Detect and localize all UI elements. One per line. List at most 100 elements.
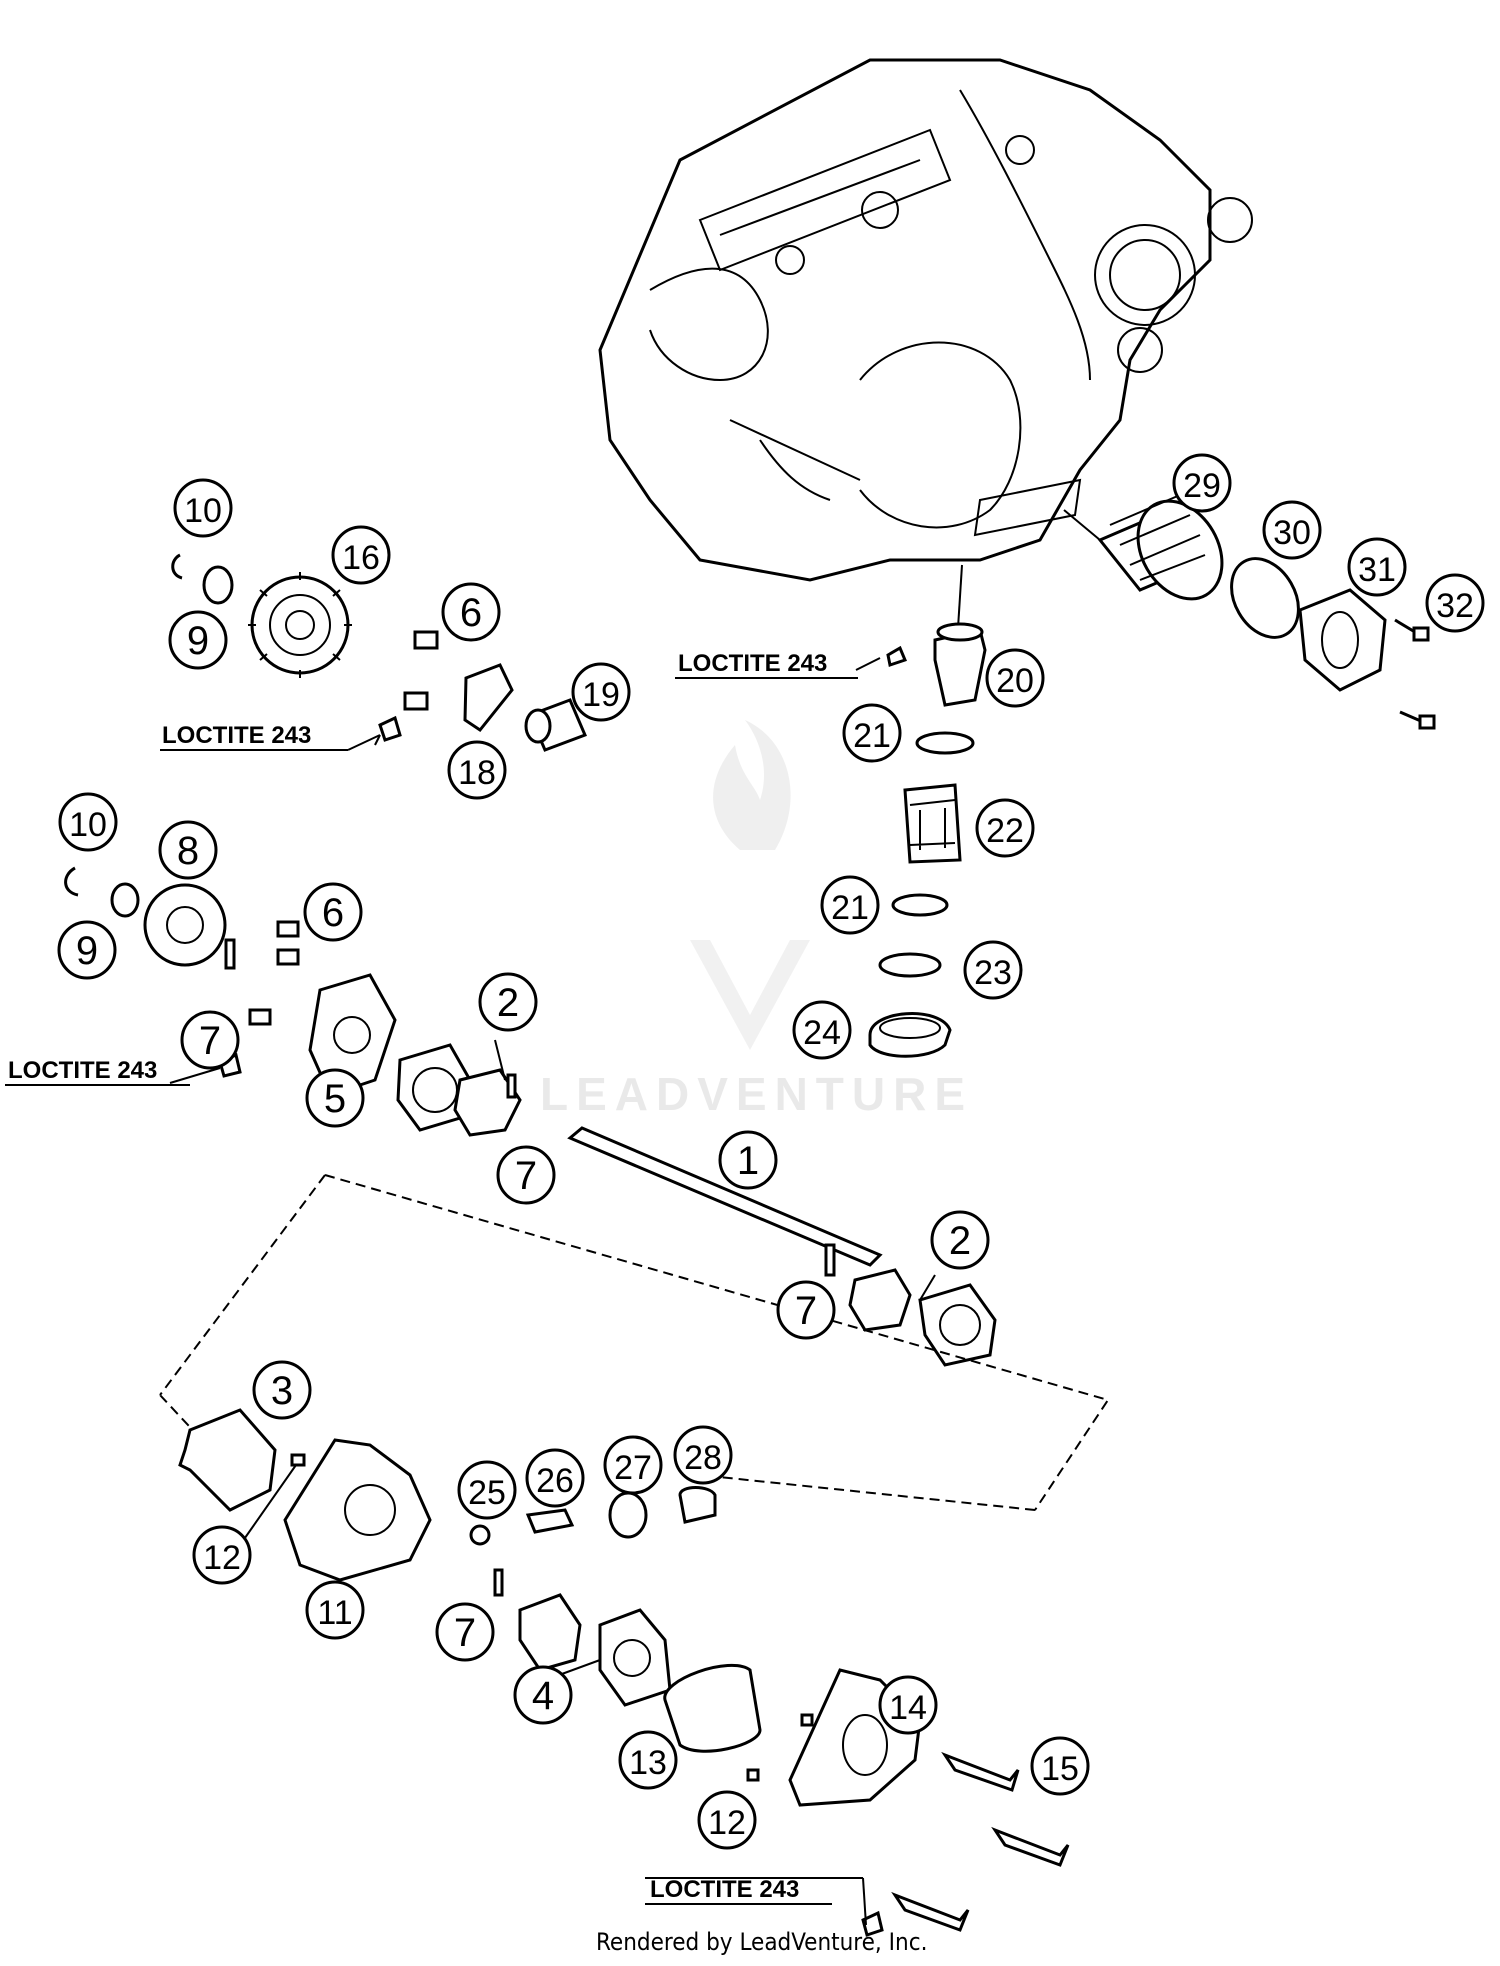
callout-2: 2 (478, 972, 538, 1032)
callout-2: 2 (930, 1210, 990, 1270)
callout-30: 30 (1262, 500, 1322, 560)
svg-text:10: 10 (69, 806, 107, 844)
svg-text:19: 19 (582, 676, 620, 714)
watermark-flame-icon (713, 720, 791, 850)
svg-text:7: 7 (199, 1019, 221, 1063)
svg-text:6: 6 (460, 591, 482, 635)
callout-32: 32 (1425, 573, 1485, 633)
loctite-label-upper-left: LOCTITE 243 (162, 722, 311, 749)
oil-filter-assembly (1097, 494, 1436, 730)
svg-text:23: 23 (974, 954, 1012, 992)
svg-text:18: 18 (458, 754, 496, 792)
callout-25: 25 (457, 1460, 517, 1520)
watermark-v-icon (690, 940, 810, 1050)
svg-text:24: 24 (803, 1014, 841, 1052)
loctite-label-middle-left: LOCTITE 243 (8, 1057, 157, 1084)
callout-21: 21 (820, 875, 880, 935)
svg-text:28: 28 (684, 1439, 722, 1477)
svg-text:5: 5 (324, 1077, 346, 1121)
svg-text:30: 30 (1273, 514, 1311, 552)
svg-text:4: 4 (532, 1674, 554, 1718)
svg-text:29: 29 (1183, 467, 1221, 505)
callout-12: 12 (192, 1525, 252, 1585)
upper-sprocket-group (171, 553, 587, 752)
callout-10: 10 (58, 792, 118, 852)
svg-text:6: 6 (322, 891, 344, 935)
callout-12: 12 (697, 1790, 757, 1850)
callout-6: 6 (303, 882, 363, 942)
callout-26: 26 (525, 1448, 585, 1508)
callout-18: 18 (447, 740, 507, 800)
svg-text:25: 25 (468, 1474, 506, 1512)
svg-text:16: 16 (342, 539, 380, 577)
callout-14: 14 (878, 1675, 938, 1735)
callout-19: 19 (571, 662, 631, 722)
loctite-label-drain: LOCTITE 243 (678, 650, 827, 677)
callout-1: 1 (718, 1130, 778, 1190)
svg-text:27: 27 (614, 1449, 652, 1487)
watermark: LEADVENTURE (540, 720, 973, 1120)
svg-text:3: 3 (271, 1369, 293, 1413)
callout-21: 21 (842, 703, 902, 763)
svg-text:7: 7 (515, 1154, 537, 1198)
callout-3: 3 (252, 1360, 312, 1420)
callout-20: 20 (985, 648, 1045, 708)
svg-text:13: 13 (629, 1744, 667, 1782)
svg-text:9: 9 (76, 929, 98, 973)
callout-7: 7 (180, 1010, 240, 1070)
svg-text:31: 31 (1358, 551, 1396, 589)
callout-7: 7 (776, 1280, 836, 1340)
oil-screen-parts (868, 564, 987, 1058)
svg-text:32: 32 (1436, 587, 1474, 625)
leader-lines (169, 509, 1101, 1926)
callout-24: 24 (792, 1000, 852, 1060)
callout-31: 31 (1347, 537, 1407, 597)
svg-text:2: 2 (497, 981, 519, 1025)
callout-4: 4 (513, 1665, 573, 1725)
svg-text:26: 26 (536, 1462, 574, 1500)
footer-credit: Rendered by LeadVenture, Inc. (596, 1928, 927, 1956)
watermark-text: LEADVENTURE (540, 1068, 973, 1120)
callout-15: 15 (1030, 1736, 1090, 1796)
callout-9: 9 (168, 610, 228, 670)
callout-7: 7 (435, 1602, 495, 1662)
svg-text:14: 14 (889, 1689, 927, 1727)
svg-text:21: 21 (831, 889, 869, 927)
svg-text:1: 1 (737, 1139, 759, 1183)
svg-text:22: 22 (986, 812, 1024, 850)
callout-7: 7 (496, 1145, 556, 1205)
svg-text:10: 10 (184, 492, 222, 530)
svg-text:7: 7 (454, 1611, 476, 1655)
svg-text:11: 11 (317, 1594, 352, 1632)
svg-text:12: 12 (708, 1804, 746, 1842)
callout-10: 10 (173, 478, 233, 538)
callout-6: 6 (441, 582, 501, 642)
svg-text:20: 20 (996, 662, 1034, 700)
callout-11: 11 (305, 1580, 365, 1640)
svg-text:9: 9 (187, 619, 209, 663)
callout-23: 23 (963, 940, 1023, 1000)
callout-27: 27 (603, 1435, 663, 1495)
svg-text:21: 21 (853, 717, 891, 755)
oil-pump-shaft (567, 1126, 997, 1367)
callout-16: 16 (331, 525, 391, 585)
callout-5: 5 (305, 1068, 365, 1128)
middle-sprocket-group (64, 866, 522, 1137)
callout-22: 22 (975, 798, 1035, 858)
assembly-dashed-outline (159, 1174, 1110, 1511)
svg-text:15: 15 (1041, 1750, 1079, 1788)
callout-28: 28 (673, 1425, 733, 1485)
svg-text:8: 8 (177, 829, 199, 873)
callout-9: 9 (57, 920, 117, 980)
svg-text:7: 7 (795, 1289, 817, 1333)
loctite-labels: LOCTITE 243 LOCTITE 243 LOCTITE 243 LOCT… (5, 650, 858, 1905)
loctite-label-bottom: LOCTITE 243 (650, 1876, 799, 1903)
callout-8: 8 (158, 820, 218, 880)
callout-29: 29 (1172, 453, 1232, 513)
callout-13: 13 (618, 1730, 678, 1790)
crankcase-housing (598, 58, 1253, 582)
svg-text:2: 2 (949, 1219, 971, 1263)
callouts: 1 2 2 3 4 5 6 6 7 7 7 7 8 9 9 10 10 11 1… (57, 453, 1485, 1850)
svg-text:12: 12 (203, 1539, 241, 1577)
